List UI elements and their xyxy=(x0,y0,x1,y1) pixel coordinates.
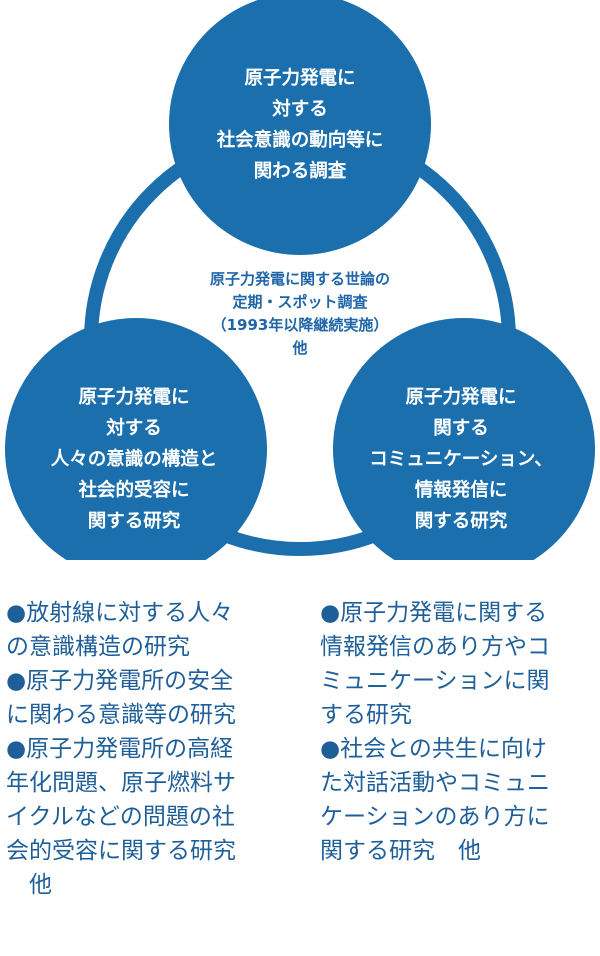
circle-top-label: 原子力発電に 対する 社会意識の動向等に 関わる調査 xyxy=(216,68,384,182)
research-list-right: ●原子力発電に関する 情報発信のあり方やコ ミュニケーションに関 する研究 ●社… xyxy=(320,600,550,864)
circle-right-label: 原子力発電に 関する コミュニケーション、 情報発信に 関する研究 xyxy=(369,387,553,532)
research-list-left: ●放射線に対する人々 の意識構造の研究 ●原子力発電所の安全 に関わる意識等の研… xyxy=(6,600,236,898)
circle-top xyxy=(169,0,431,255)
center-label: 原子力発電に関する世論の 定期・スポット調査 （1993年以降継続実施） 他 xyxy=(209,270,390,357)
circle-left-label: 原子力発電に 対する 人々の意識の構造と 社会的受容に 関する研究 xyxy=(50,387,218,532)
cycle-diagram xyxy=(5,0,595,560)
circle-right xyxy=(333,318,595,560)
circle-left xyxy=(5,318,267,560)
